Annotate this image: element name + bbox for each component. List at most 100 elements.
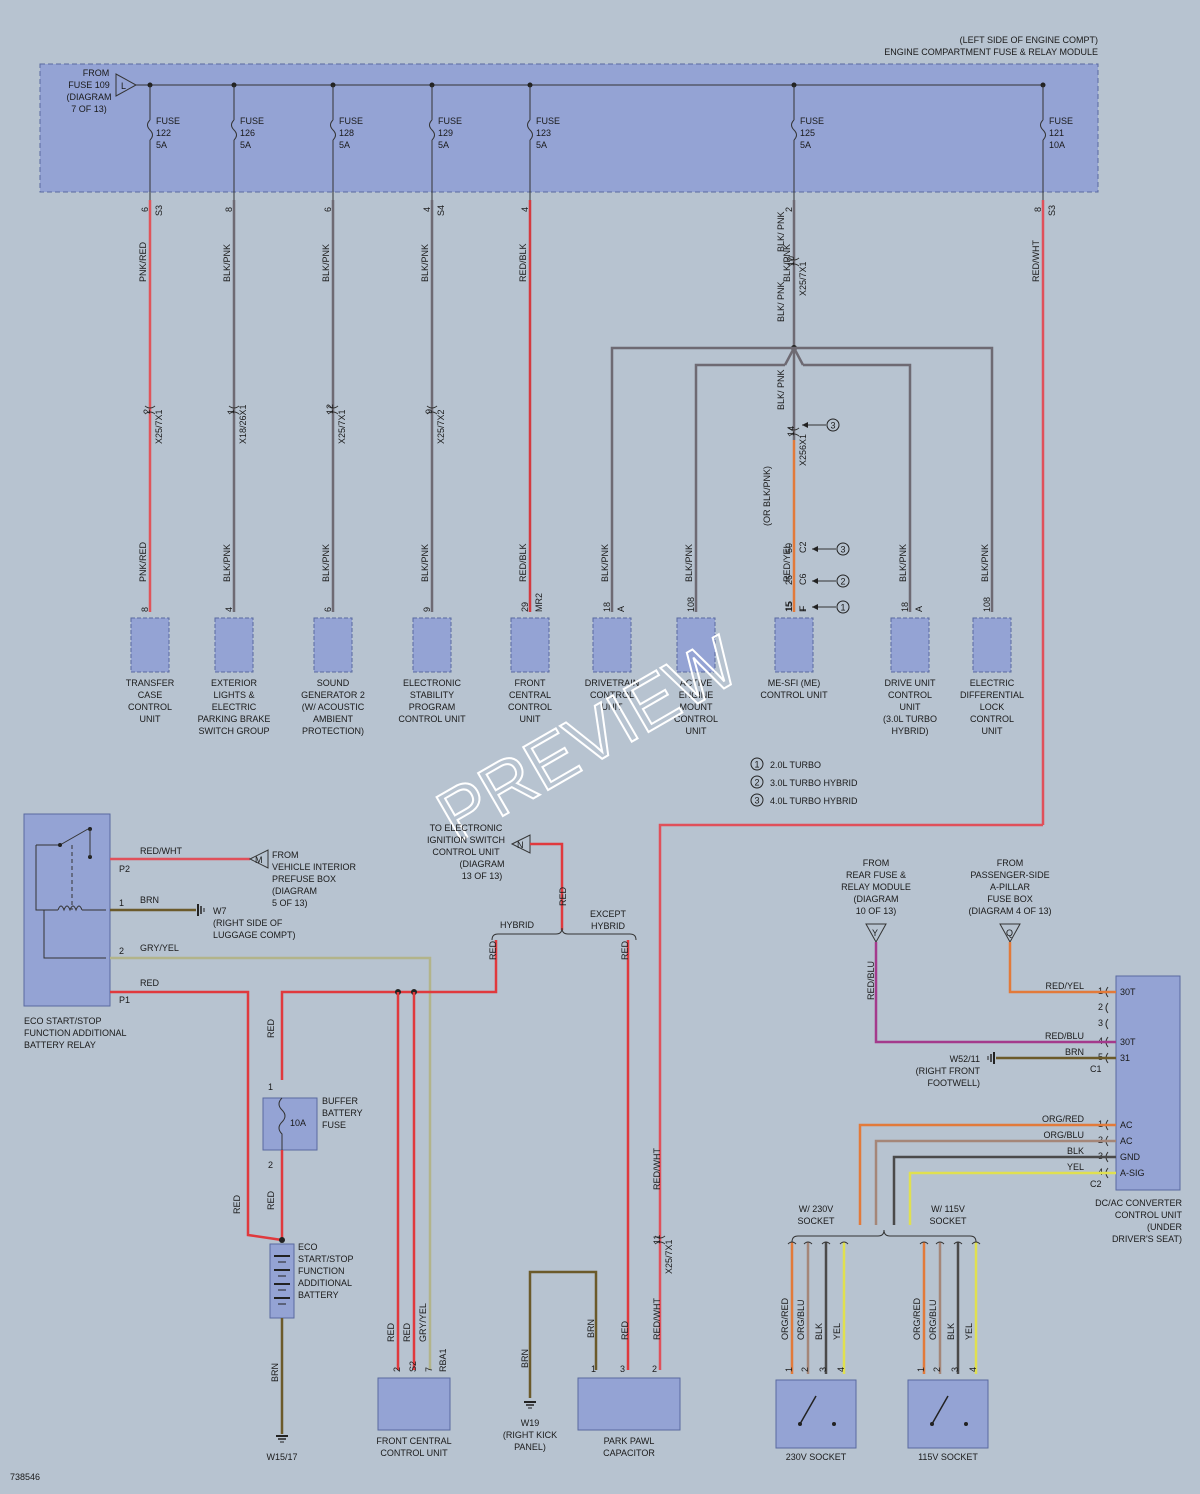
svg-text:(RIGHT SIDE OF: (RIGHT SIDE OF	[213, 918, 283, 928]
svg-text:RED/BLU: RED/BLU	[866, 961, 876, 1000]
svg-text:W19: W19	[521, 1418, 540, 1428]
fuse-icon	[147, 119, 153, 141]
park-pawl-capacitor	[577, 1377, 681, 1431]
svg-text:CONTROL UNIT: CONTROL UNIT	[380, 1448, 448, 1458]
svg-text:FUSE: FUSE	[240, 116, 264, 126]
svg-text:FROM: FROM	[997, 858, 1024, 868]
svg-text:FUSE: FUSE	[1049, 116, 1073, 126]
svg-text:ELECTRIC: ELECTRIC	[970, 678, 1015, 688]
svg-text:W/ 115V: W/ 115V	[931, 1204, 965, 1214]
svg-text:7 OF 13): 7 OF 13)	[71, 104, 107, 114]
svg-text:2: 2	[652, 1364, 657, 1374]
svg-text:N: N	[517, 840, 524, 850]
dcac-c1-row-2: 3	[1098, 1018, 1109, 1030]
svg-text:PNK/RED: PNK/RED	[138, 541, 148, 582]
svg-text:CONTROL: CONTROL	[674, 714, 718, 724]
wire-red-wht-path	[658, 823, 1043, 1370]
svg-text:4: 4	[520, 207, 530, 212]
svg-text:10A: 10A	[290, 1118, 306, 1128]
relay-pin-p2: P2	[119, 864, 130, 874]
svg-text:F: F	[798, 606, 808, 612]
svg-text:5A: 5A	[438, 140, 449, 150]
svg-text:CONTROL: CONTROL	[590, 690, 634, 700]
svg-text:C2: C2	[1090, 1179, 1102, 1189]
svg-text:3: 3	[1098, 1018, 1103, 1028]
svg-text:HYBRID: HYBRID	[591, 921, 626, 931]
svg-text:BLK/PNK: BLK/PNK	[782, 244, 792, 282]
svg-text:RED: RED	[620, 940, 630, 960]
svg-text:YEL: YEL	[832, 1323, 842, 1340]
battery-icon	[274, 1255, 290, 1305]
svg-text:14: 14	[786, 426, 796, 436]
passenger-fuse-label: FROM PASSENGER-SIDE A-PILLAR FUSE BOX (D…	[968, 858, 1051, 916]
switch-icon	[930, 1395, 968, 1426]
svg-text:FUSE 109: FUSE 109	[68, 80, 110, 90]
svg-text:BLK/PNK: BLK/PNK	[321, 544, 331, 582]
svg-text:BLK: BLK	[814, 1323, 824, 1340]
svg-text:RED: RED	[232, 1194, 242, 1214]
svg-text:(RIGHT FRONT: (RIGHT FRONT	[916, 1066, 981, 1076]
wire-red-hybrid	[414, 940, 498, 994]
svg-text:HYBRID): HYBRID)	[891, 726, 928, 736]
socket-1: W/ 115VSOCKETORG/RED1ORG/BLU2BLK3YEL4115…	[907, 1204, 989, 1462]
svg-text:6: 6	[323, 207, 333, 212]
svg-text:M: M	[255, 855, 263, 865]
svg-text:X25/7X1: X25/7X1	[664, 1239, 674, 1274]
svg-text:X25/7X1: X25/7X1	[154, 409, 164, 444]
svg-text:BLK/PNK: BLK/PNK	[420, 244, 430, 282]
fuse-icon	[1040, 119, 1046, 141]
svg-text:1: 1	[226, 409, 236, 414]
wire-brn-park-pawl	[528, 1270, 598, 1398]
svg-text:X18/26X1: X18/26X1	[238, 404, 248, 444]
svg-text:TRANSFER: TRANSFER	[126, 678, 175, 688]
wire-splice-engine-mount	[694, 363, 785, 612]
svg-text:PROTECTION): PROTECTION)	[302, 726, 364, 736]
sockets: W/ 230VSOCKETORG/RED1ORG/BLU2BLK3YEL4230…	[775, 1204, 989, 1462]
svg-text:10A: 10A	[1049, 140, 1065, 150]
svg-text:FROM: FROM	[272, 850, 299, 860]
hybrid-bracket	[491, 927, 637, 941]
wire-red-ignition	[530, 842, 564, 930]
header-location: (LEFT SIDE OF ENGINE COMPT)	[960, 35, 1098, 45]
fuse-icon	[791, 119, 797, 141]
doc-id: 738546	[10, 1472, 40, 1482]
fuse-icon	[527, 119, 533, 141]
svg-text:FRONT: FRONT	[515, 678, 546, 688]
svg-text:EXTERIOR: EXTERIOR	[211, 678, 258, 688]
svg-text:X256X1: X256X1	[798, 434, 808, 466]
svg-text:BLK/PNK: BLK/PNK	[222, 544, 232, 582]
wire-red-blu-rear	[874, 942, 1116, 1044]
svg-text:2: 2	[932, 1367, 942, 1372]
wire-relay-red	[110, 990, 283, 1242]
svg-text:ORG/RED: ORG/RED	[1042, 1114, 1085, 1124]
svg-text:AC: AC	[1120, 1136, 1133, 1146]
svg-text:BRN: BRN	[520, 1349, 530, 1368]
svg-text:UNIT: UNIT	[982, 726, 1003, 736]
svg-text:PASSENGER-SIDE: PASSENGER-SIDE	[970, 870, 1049, 880]
svg-text:RED/YEL: RED/YEL	[1045, 981, 1084, 991]
svg-text:BRN: BRN	[270, 1363, 280, 1382]
svg-text:2.0L TURBO: 2.0L TURBO	[770, 760, 821, 770]
svg-text:A: A	[914, 606, 924, 612]
svg-text:3: 3	[830, 421, 835, 431]
svg-text:9: 9	[424, 409, 434, 414]
svg-text:F: F	[798, 605, 808, 611]
svg-text:8: 8	[224, 207, 234, 212]
svg-text:LUGGAGE COMPT): LUGGAGE COMPT)	[213, 930, 296, 940]
svg-text:FRONT CENTRAL: FRONT CENTRAL	[376, 1436, 451, 1446]
svg-text:CONTROL UNIT: CONTROL UNIT	[398, 714, 466, 724]
dcac-converter	[1115, 975, 1181, 1191]
svg-text:RED: RED	[266, 1018, 276, 1038]
